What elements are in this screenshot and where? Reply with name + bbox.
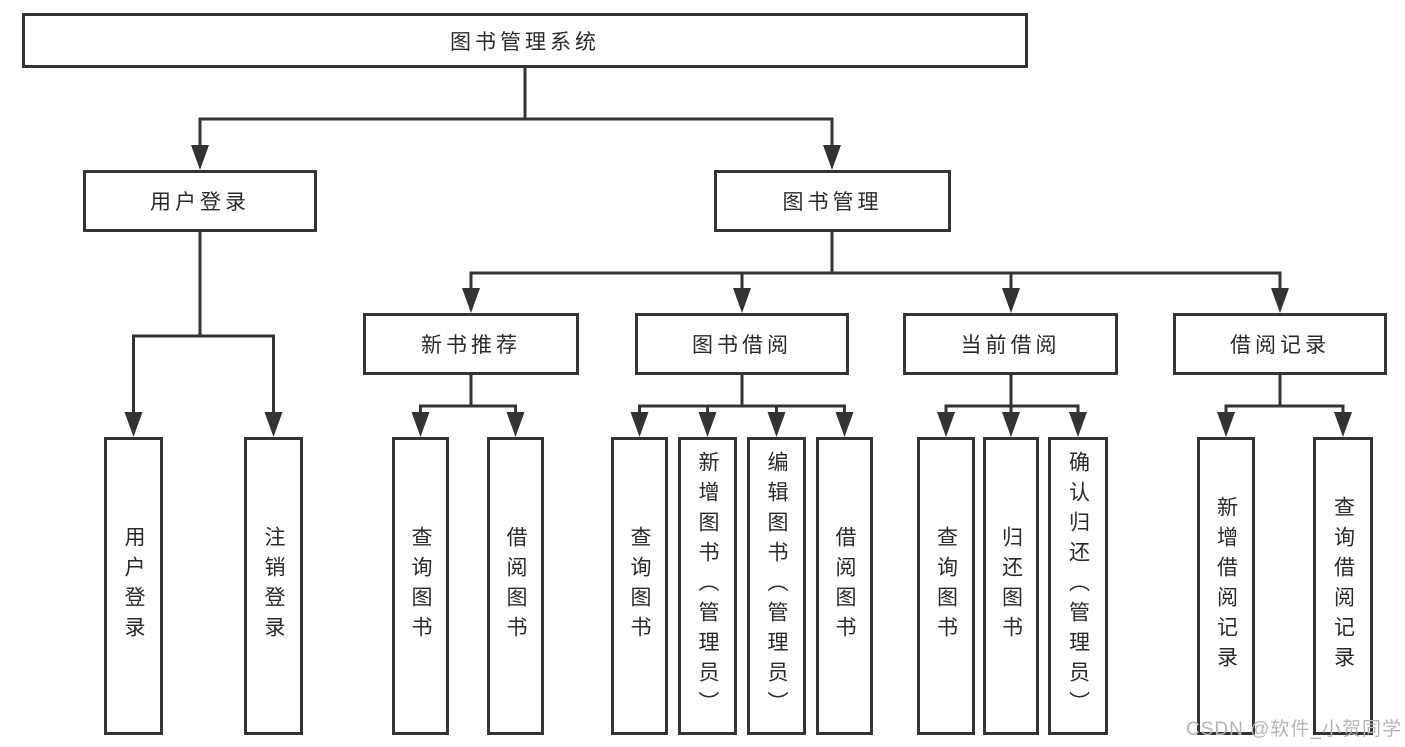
leaf-current-query-label: 查询图书 <box>934 526 958 646</box>
node-current-borrow-label: 当前借阅 <box>960 334 1061 357</box>
leaf-borrow-query-label: 查询图书 <box>628 526 651 646</box>
leaf-borrow-add: 新增图书（管理员） <box>678 437 737 735</box>
node-current-borrow: 当前借阅 <box>903 313 1118 375</box>
leaf-record-add: 新增借阅记录 <box>1197 437 1255 735</box>
node-root: 图书管理系统 <box>22 13 1028 68</box>
leaf-user-login: 用户登录 <box>104 437 163 735</box>
leaf-borrow-edit-label: 编辑图书（管理员） <box>765 451 788 721</box>
node-root-label: 图书管理系统 <box>450 30 600 54</box>
leaf-current-return-label: 归还图书 <box>999 526 1023 646</box>
leaf-record-add-label: 新增借阅记录 <box>1214 496 1238 676</box>
node-new-book: 新书推荐 <box>363 313 579 375</box>
leaf-current-confirm: 确认归还（管理员） <box>1048 437 1108 735</box>
node-new-book-label: 新书推荐 <box>421 334 521 357</box>
watermark: CSDN @软件_小贺同学 <box>1186 719 1402 740</box>
node-borrow-record: 借阅记录 <box>1173 313 1387 375</box>
leaf-borrow-borrow: 借阅图书 <box>816 437 873 735</box>
leaf-newbook-query-label: 查询图书 <box>409 526 432 646</box>
node-book-borrow-label: 图书借阅 <box>692 334 792 357</box>
leaf-record-query-label: 查询借阅记录 <box>1331 496 1355 676</box>
leaf-current-confirm-label: 确认归还（管理员） <box>1066 451 1090 721</box>
node-book-mgmt: 图书管理 <box>714 170 951 232</box>
leaf-borrow-edit: 编辑图书（管理员） <box>747 437 806 735</box>
leaf-newbook-borrow: 借阅图书 <box>487 437 544 735</box>
node-book-mgmt-label: 图书管理 <box>782 191 883 214</box>
leaf-borrow-query: 查询图书 <box>611 437 668 735</box>
leaf-borrow-add-label: 新增图书（管理员） <box>696 451 719 721</box>
leaf-newbook-query: 查询图书 <box>392 437 449 735</box>
leaf-logout-label: 注销登录 <box>262 526 285 646</box>
node-borrow-record-label: 借阅记录 <box>1230 334 1330 357</box>
leaf-borrow-borrow-label: 借阅图书 <box>833 526 856 646</box>
node-user-login: 用户登录 <box>83 170 317 232</box>
leaf-record-query: 查询借阅记录 <box>1313 437 1373 735</box>
node-book-borrow: 图书借阅 <box>635 313 849 375</box>
leaf-user-login-label: 用户登录 <box>122 526 145 646</box>
leaf-current-query: 查询图书 <box>917 437 975 735</box>
leaf-current-return: 归还图书 <box>983 437 1039 735</box>
leaf-logout: 注销登录 <box>244 437 303 735</box>
node-user-login-label: 用户登录 <box>150 191 250 214</box>
leaf-newbook-borrow-label: 借阅图书 <box>504 526 527 646</box>
